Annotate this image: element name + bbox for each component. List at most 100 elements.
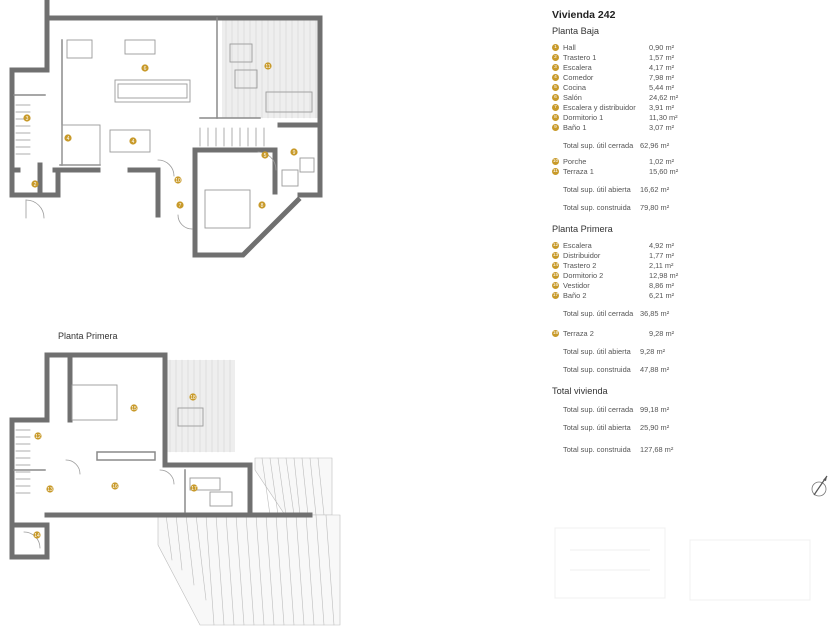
room-area: 1,57 m²: [649, 52, 675, 62]
marker-terraza-2: 18: [189, 393, 197, 401]
list-item: 16 Vestidor 8,86 m²: [552, 280, 790, 290]
room-number-badge: 9: [552, 123, 559, 131]
room-area: 4,17 m²: [649, 62, 675, 72]
total-value: 16,62 m²: [640, 184, 670, 194]
room-area: 2,11 m²: [649, 260, 674, 270]
floor-plan-drawing: 6 11 3 4 4 8 5 9 2 10 7 15 18 12 13 16 1…: [9, 0, 341, 626]
svg-text:4: 4: [67, 136, 70, 142]
room-name: Baño 2: [563, 290, 587, 300]
marker-escalera-2: 12: [34, 432, 42, 440]
total-value: 79,80 m²: [640, 202, 670, 212]
marker-dormitorio-1: 8: [258, 201, 266, 209]
room-name: Vestidor: [563, 280, 590, 290]
page-title: Vivienda 242: [552, 9, 616, 21]
terraza-2-area: [165, 359, 235, 453]
svg-text:6: 6: [144, 66, 147, 72]
svg-text:4: 4: [132, 139, 135, 145]
svg-text:9: 9: [293, 150, 296, 156]
list-item: 3 Escalera 4,17 m²: [552, 62, 790, 72]
room-area: 8,86 m²: [649, 280, 675, 290]
marker-cocina: 5: [261, 151, 269, 159]
room-area: 24,62 m²: [649, 92, 679, 102]
room-number-badge: 3: [552, 63, 559, 71]
total-label: Total sup. útil cerrada: [563, 404, 634, 414]
total-label: Total sup. útil cerrada: [563, 308, 634, 318]
room-name: Cocina: [563, 82, 587, 92]
marker-bano-2: 17: [190, 484, 198, 492]
marker-distribuidor-baja: 7: [176, 201, 184, 209]
room-name: Distribuidor: [563, 250, 601, 260]
room-name: Hall: [563, 42, 576, 52]
room-number-badge: 16: [552, 281, 559, 289]
room-number-badge: 11: [552, 167, 559, 175]
room-name: Comedor: [563, 72, 594, 82]
room-area: 4,92 m²: [649, 240, 675, 250]
svg-text:18: 18: [190, 395, 196, 401]
svg-text:13: 13: [47, 487, 53, 493]
section-planta-baja: Planta Baja: [552, 26, 599, 36]
room-number-badge: 13: [552, 251, 559, 259]
total-label: Total sup. útil abierta: [563, 346, 631, 356]
room-number-badge: 15: [552, 271, 559, 279]
total-value: 47,88 m²: [640, 364, 670, 374]
section-planta-primera: Planta Primera: [552, 224, 613, 234]
total-row: Total sup. útil abierta 9,28 m²: [563, 346, 790, 356]
total-label: Total sup. útil abierta: [563, 184, 631, 194]
room-number-badge: 5: [552, 83, 559, 91]
room-markers: 6 11 3 4 4 8 5 9 2 10 7 15 18 12 13 16 1…: [23, 62, 298, 539]
room-area: 9,28 m²: [649, 328, 675, 338]
svg-text:10: 10: [175, 178, 181, 184]
total-label: Total sup. útil cerrada: [563, 140, 634, 150]
room-area: 15,60 m²: [649, 166, 679, 176]
room-name: Dormitorio 1: [563, 112, 604, 122]
total-value: 36,85 m²: [640, 308, 670, 318]
svg-text:14: 14: [34, 533, 40, 539]
room-number-badge: 12: [552, 241, 559, 249]
svg-text:7: 7: [179, 203, 182, 209]
marker-trastero-1: 2: [31, 180, 39, 188]
marker-terraza-1: 11: [264, 62, 272, 70]
room-name: Trastero 2: [563, 260, 597, 270]
watermark-graphic: [554, 527, 811, 601]
svg-text:15: 15: [131, 406, 137, 412]
total-value: 9,28 m²: [640, 346, 666, 356]
room-name: Escalera: [563, 240, 592, 250]
room-number-badge: 1: [552, 43, 559, 51]
room-number-badge: 7: [552, 103, 559, 111]
total-value: 62,96 m²: [640, 140, 670, 150]
svg-text:8: 8: [261, 203, 264, 209]
marker-comedor-a: 4: [64, 134, 72, 142]
total-label: Total sup. útil abierta: [563, 422, 631, 432]
room-number-badge: 14: [552, 261, 559, 269]
room-name: Escalera: [563, 62, 592, 72]
room-number-badge: 10: [552, 157, 559, 165]
north-arrow-icon: [808, 470, 834, 505]
planta-baja-walls: [9, 0, 323, 258]
svg-text:16: 16: [112, 484, 118, 490]
total-row: Total sup. útil cerrada 62,96 m²: [563, 140, 790, 150]
list-item: 5 Cocina 5,44 m²: [552, 82, 790, 92]
total-row: Total sup. útil cerrada 36,85 m²: [563, 308, 790, 318]
floor-plans: 6 11 3 4 4 8 5 9 2 10 7 15 18 12 13 16 1…: [9, 0, 341, 626]
total-label: Total sup. construida: [563, 364, 631, 374]
stairs-primera: [15, 429, 31, 494]
svg-text:11: 11: [265, 64, 270, 70]
marker-escalera: 3: [23, 114, 31, 122]
room-number-badge: 2: [552, 53, 559, 61]
room-number-badge: 18: [552, 329, 559, 337]
furniture-baja: [61, 39, 315, 229]
room-area: 5,44 m²: [649, 82, 675, 92]
furniture-primera: [71, 384, 233, 507]
total-value: 127,68 m²: [640, 444, 674, 454]
